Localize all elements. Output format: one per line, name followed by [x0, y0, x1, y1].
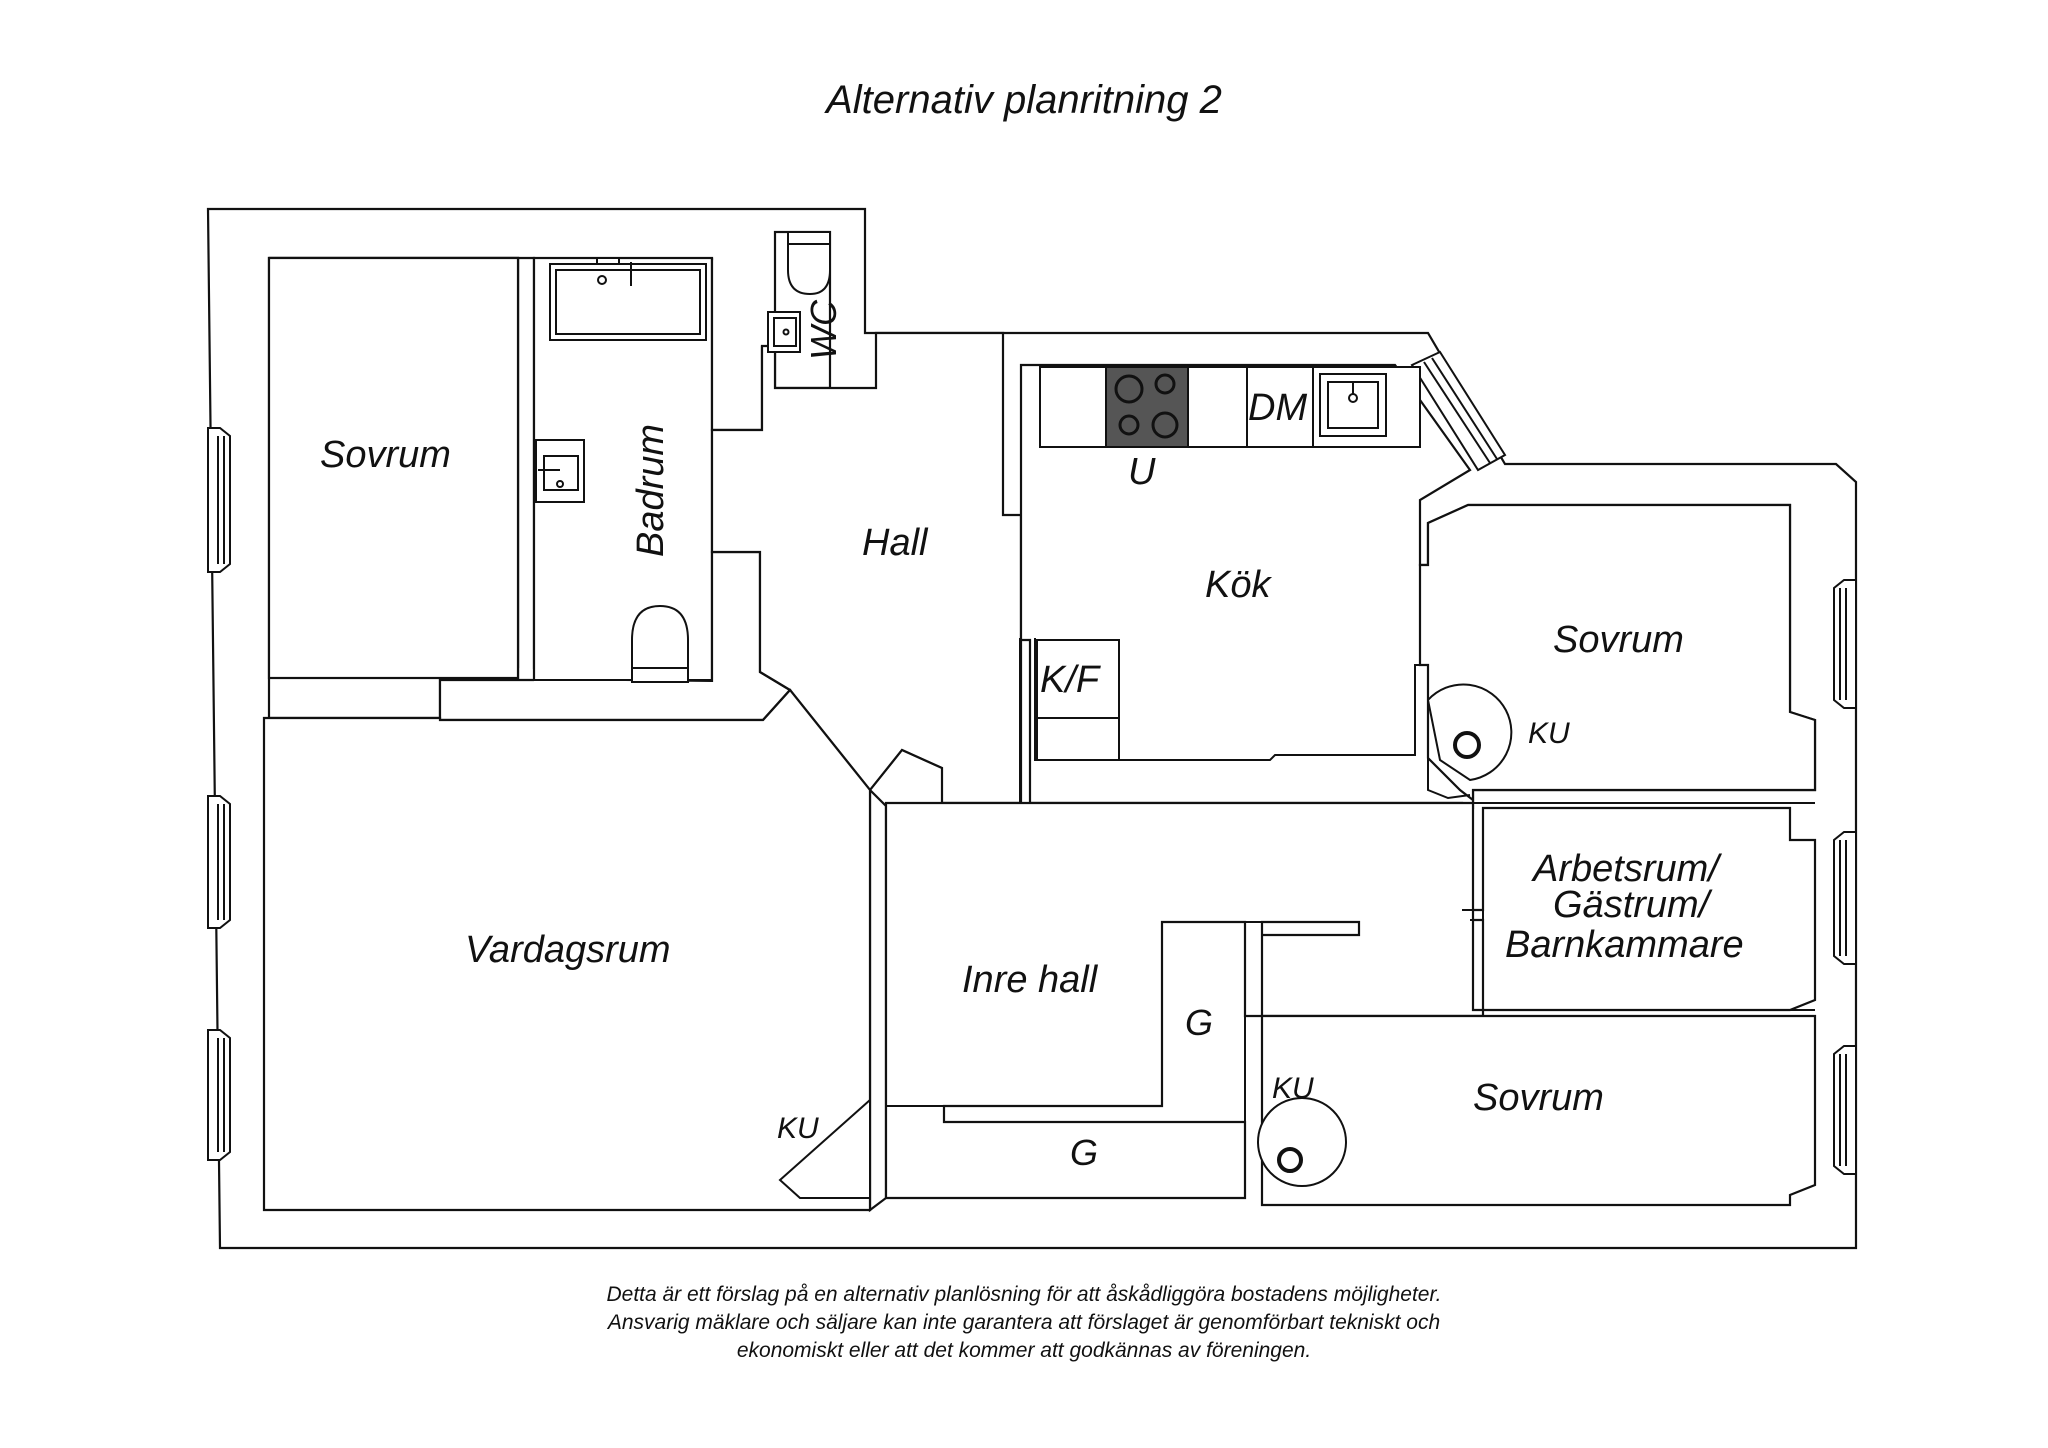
label-dm: DM — [1248, 387, 1307, 429]
label-vardagsrum: Vardagsrum — [465, 929, 671, 971]
disclaimer-line-2: Ansvarig mäklare och säljare kan inte ga… — [607, 1311, 1441, 1334]
plan-title: Alternativ planritning 2 — [826, 78, 1222, 122]
label-inre-hall: Inre hall — [962, 959, 1099, 1001]
label-g-lower: G — [1070, 1132, 1098, 1173]
label-arbetsrum-1: Arbetsrum/ — [1531, 848, 1722, 890]
ku-bottom-icon — [1257, 1097, 1347, 1187]
windows-right — [1410, 350, 1857, 1175]
label-kf: K/F — [1040, 659, 1101, 701]
sovrum-right-top — [1418, 503, 1817, 803]
label-g-upper: G — [1185, 1002, 1213, 1043]
label-kok: Kök — [1205, 564, 1272, 606]
disclaimer-line-3: ekonomiskt eller att det kommer att godk… — [736, 1339, 1312, 1362]
label-sovrum-right-top: Sovrum — [1553, 619, 1684, 661]
sovrum-left-room — [267, 256, 520, 680]
bathtub-icon — [549, 257, 707, 341]
windows-left — [207, 427, 231, 1161]
wall-lines — [439, 231, 1815, 1210]
label-ku-right-top: KU — [1528, 717, 1570, 750]
label-u: U — [1128, 451, 1156, 493]
label-arbetsrum-3: Barnkammare — [1505, 924, 1744, 966]
label-sovrum-left: Sovrum — [320, 434, 451, 476]
ku-vardagsrum-icon — [778, 1097, 871, 1199]
sink-icon — [535, 439, 585, 503]
label-wc: WC — [803, 299, 844, 360]
disclaimer-line-1: Detta är ett förslag på en alternativ pl… — [606, 1283, 1442, 1306]
label-sovrum-bottom-right: Sovrum — [1473, 1077, 1604, 1119]
ku-top-right-icon — [1426, 683, 1513, 782]
wc-toilet-icon — [787, 231, 831, 296]
toilet-icon — [631, 604, 689, 683]
disclaimer: Detta är ett förslag på en alternativ pl… — [374, 1281, 1674, 1365]
label-badrum: Badrum — [630, 424, 672, 557]
stove-icon — [1105, 366, 1189, 448]
label-ku-bottom: KU — [1272, 1072, 1314, 1105]
label-hall: Hall — [862, 522, 929, 564]
wc-sink-icon — [767, 311, 801, 353]
label-ku-vardagsrum: KU — [777, 1112, 819, 1145]
kitchen-counter — [1039, 366, 1421, 448]
fridge-freezer — [1036, 639, 1120, 761]
label-arbetsrum-2: Gästrum/ — [1553, 884, 1713, 926]
